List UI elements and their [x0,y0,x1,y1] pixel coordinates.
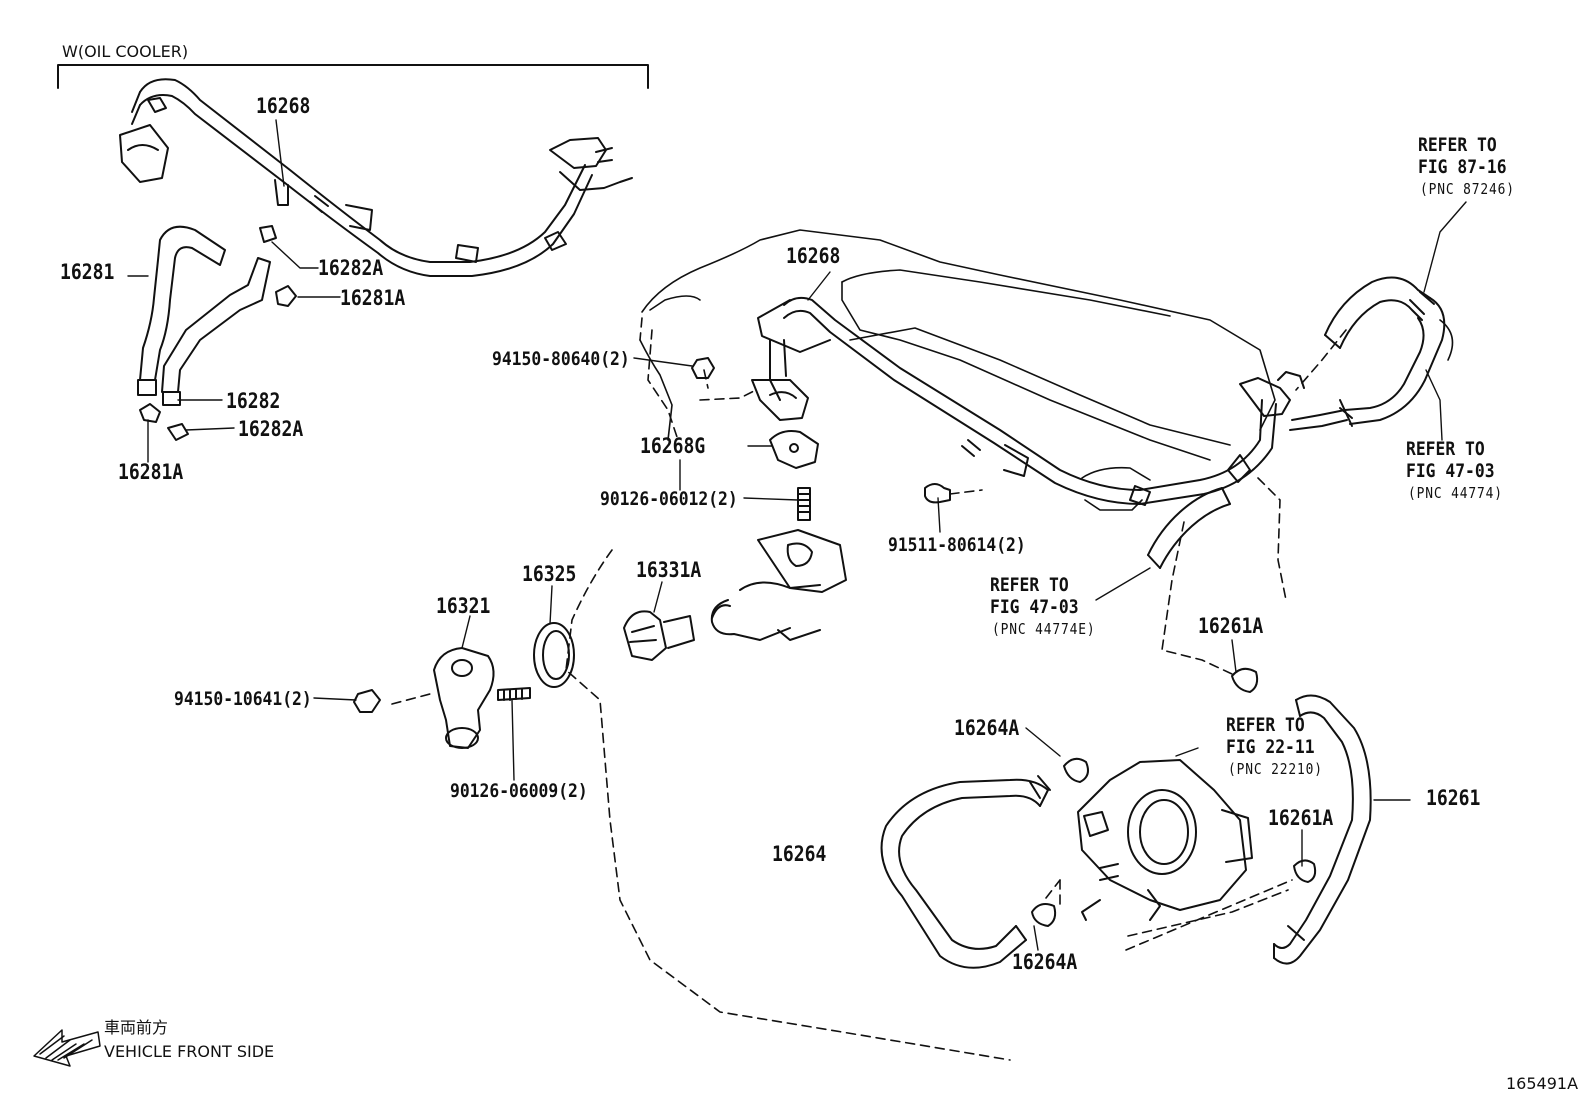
ref-87-16-pnc: (PNC 87246) [1420,180,1515,198]
part-16261A-label-bottom: 16261A [1268,806,1334,830]
dashed-guides [391,317,1347,1061]
ref-87-16-line1: REFER TO [1418,134,1497,156]
ref-22-11-pnc: (PNC 22210) [1228,760,1323,778]
part-16261-label: 16261 [1426,786,1481,810]
oil-cooler-variant-label: W(OIL COOLER) [62,42,189,61]
engine-outline [639,229,1454,511]
ref-22-11-line1: REFER TO [1226,714,1305,736]
part-16282A-label-top: 16282A [318,256,384,280]
right-hoses [1324,276,1446,427]
hose-16264 [880,775,1051,969]
part-16281-label: 16281 [60,260,115,284]
bolt-91511-80614-label: 91511-80614(2) [888,534,1026,556]
vehicle-front-label-jp: 車両前方 [104,1018,169,1037]
water-inlet-16321 [433,647,495,749]
gasket-ring-16325 [533,622,575,688]
throttle-body [1077,759,1253,921]
ref-47-03-right-pnc: (PNC 44774) [1408,484,1503,502]
part-16268-main-label: 16268 [786,244,841,268]
ref-87-16-line2: FIG 87-16 [1418,156,1507,178]
ref-47-03-right-line1: REFER TO [1406,438,1485,460]
part-16281A-label-top: 16281A [340,286,406,310]
part-16268-inset-label: 16268 [256,94,311,118]
clamps [1031,667,1317,927]
mid-hose [1147,487,1231,569]
part-16264-label: 16264 [772,842,827,866]
ref-47-03-mid-line2: FIG 47-03 [990,596,1079,618]
gasket-16268G [769,430,819,469]
part-16264A-label-top: 16264A [954,716,1020,740]
nut-94150-80640-label: 94150-80640(2) [492,348,630,370]
hose-16261 [1273,694,1372,965]
inset-water-pipe [119,78,633,277]
illustration-number: 165491A [1506,1074,1579,1093]
part-16268G-label: 16268G [640,434,706,458]
studs [497,487,811,701]
part-16261A-label-top: 16261A [1198,614,1264,638]
ref-22-11-line2: FIG 22-11 [1226,736,1315,758]
ref-47-03-mid-pnc: (PNC 44774E) [992,620,1096,638]
part-16281A-label-bottom: 16281A [118,460,184,484]
inset-hoses [137,225,297,441]
part-16282-label: 16282 [226,389,281,413]
part-16321-label: 16321 [436,594,491,618]
vehicle-front-label-en: VEHICLE FRONT SIDE [104,1042,275,1061]
ref-47-03-mid-line1: REFER TO [990,574,1069,596]
thermostat-16331A [623,610,695,661]
part-16325-label: 16325 [522,562,577,586]
part-16264A-label-bottom: 16264A [1012,950,1078,974]
leader-lines [127,119,1467,951]
part-16282A-label-bottom: 16282A [238,417,304,441]
ref-47-03-right-line2: FIG 47-03 [1406,460,1495,482]
front-direction-arrow-icon [33,1029,101,1067]
part-16331A-label: 16331A [636,558,702,582]
fasteners [353,357,951,713]
stud-90126-06009-label: 90126-06009(2) [450,780,588,802]
thermostat-housing [710,529,847,641]
stud-90126-06012-label: 90126-06012(2) [600,488,738,510]
nut-94150-10641-label: 94150-10641(2) [174,688,312,710]
oil-cooler-bracket [57,64,649,89]
